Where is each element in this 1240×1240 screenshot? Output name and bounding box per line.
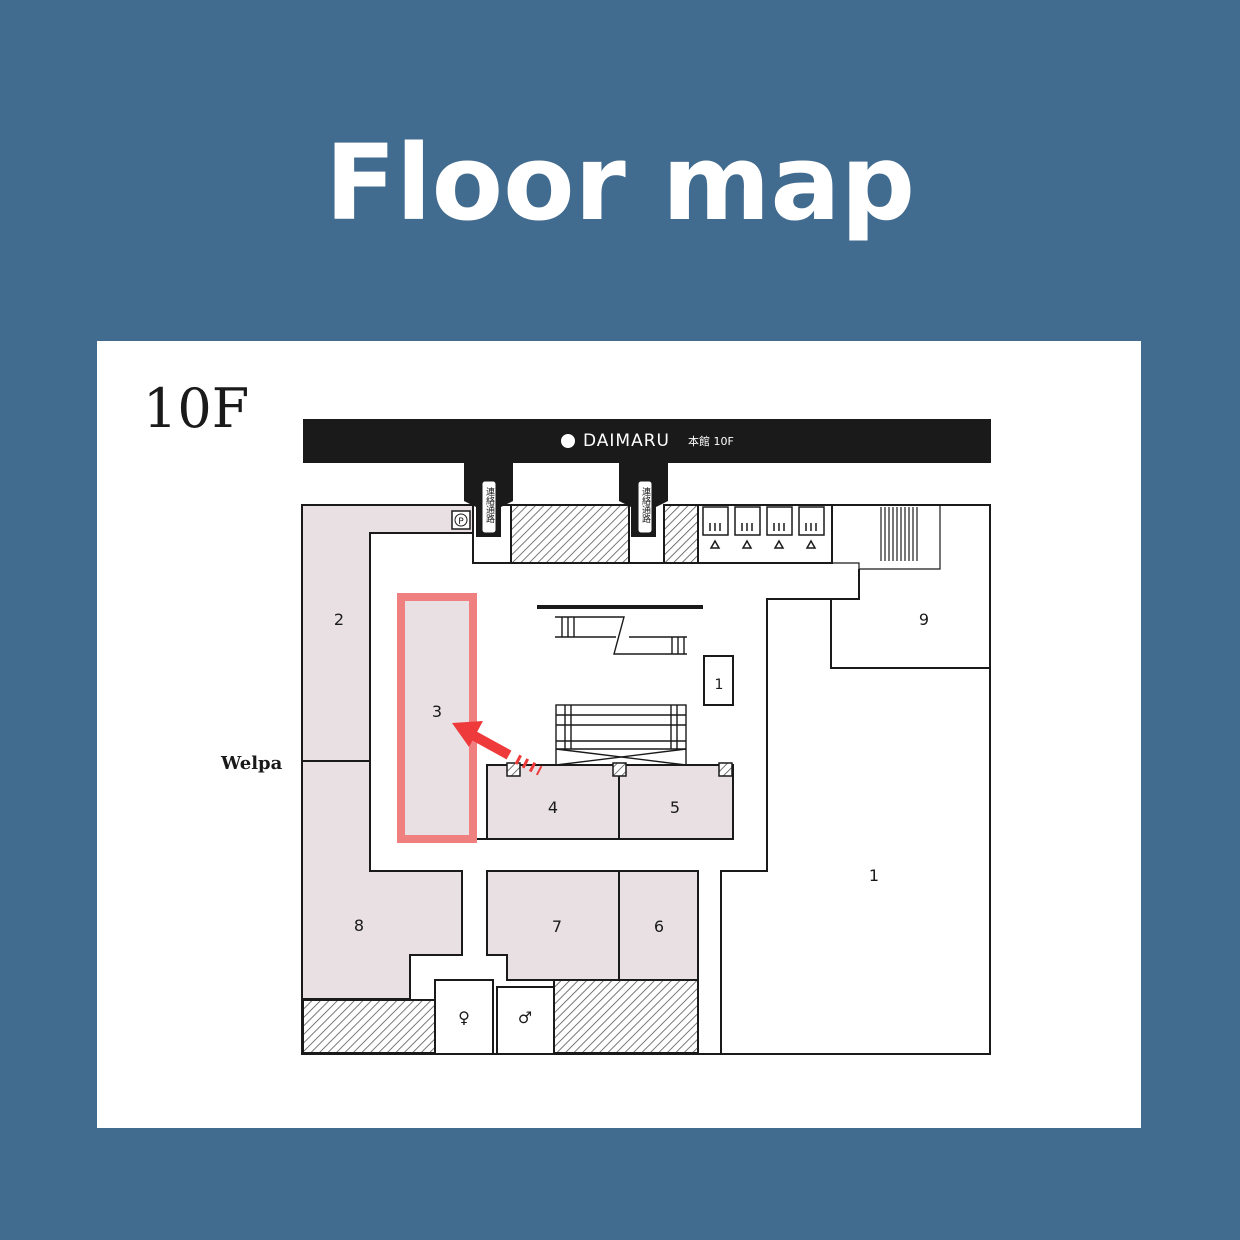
banner-subtitle: 本館 10F [688, 435, 734, 448]
floor-map: 連絡通路 連絡通路 P [97, 341, 1141, 1128]
store-7-label: 7 [552, 917, 562, 936]
store-6[interactable] [618, 870, 699, 981]
store-5[interactable] [618, 764, 734, 840]
parking-icon: P [458, 517, 464, 527]
hatched-area-top-2 [663, 504, 699, 564]
escalator-icon [537, 605, 703, 766]
hatched-area-top-1 [510, 504, 630, 564]
womens-restroom-icon: ♀ [458, 1008, 470, 1027]
store-6-label: 6 [654, 917, 664, 936]
store-1-small-label: 1 [715, 677, 724, 693]
store-5-label: 5 [670, 798, 680, 817]
store-3-label: 3 [432, 702, 442, 721]
stairs-icon [831, 505, 941, 570]
store-1-label: 1 [869, 866, 879, 885]
floor-label: 10F [143, 377, 250, 440]
elevator-bank [702, 506, 825, 549]
store-9[interactable] [830, 569, 990, 669]
neighbor-label: Welpa [221, 753, 283, 774]
hatched-area-bottom-1 [302, 999, 436, 1054]
connector-right [619, 463, 668, 537]
daimaru-logo-icon [561, 434, 575, 448]
daimaru-banner [303, 419, 991, 463]
connector-left-label: 連絡通路 [484, 486, 495, 524]
store-8-label: 8 [354, 916, 364, 935]
store-2-label: 2 [334, 610, 344, 629]
restroom-area [434, 979, 555, 1054]
banner-text: DAIMARU 本館 10F [561, 431, 781, 451]
arrow-icon [452, 721, 543, 776]
banner-brand: DAIMARU [583, 431, 670, 451]
connector-left [464, 463, 513, 537]
connector-right-label: 連絡通路 [640, 486, 651, 524]
store-1-small[interactable] [703, 655, 734, 706]
hatched-area-bottom-2 [553, 979, 699, 1054]
mens-restroom-icon: ♂ [518, 1008, 532, 1027]
store-9-label: 9 [919, 610, 929, 629]
store-4-label: 4 [548, 798, 558, 817]
page-title: Floor map [324, 122, 916, 244]
store-3[interactable] [397, 593, 477, 843]
floor-plan-svg: 連絡通路 連絡通路 P [301, 419, 991, 1055]
store-1[interactable] [720, 598, 831, 1054]
